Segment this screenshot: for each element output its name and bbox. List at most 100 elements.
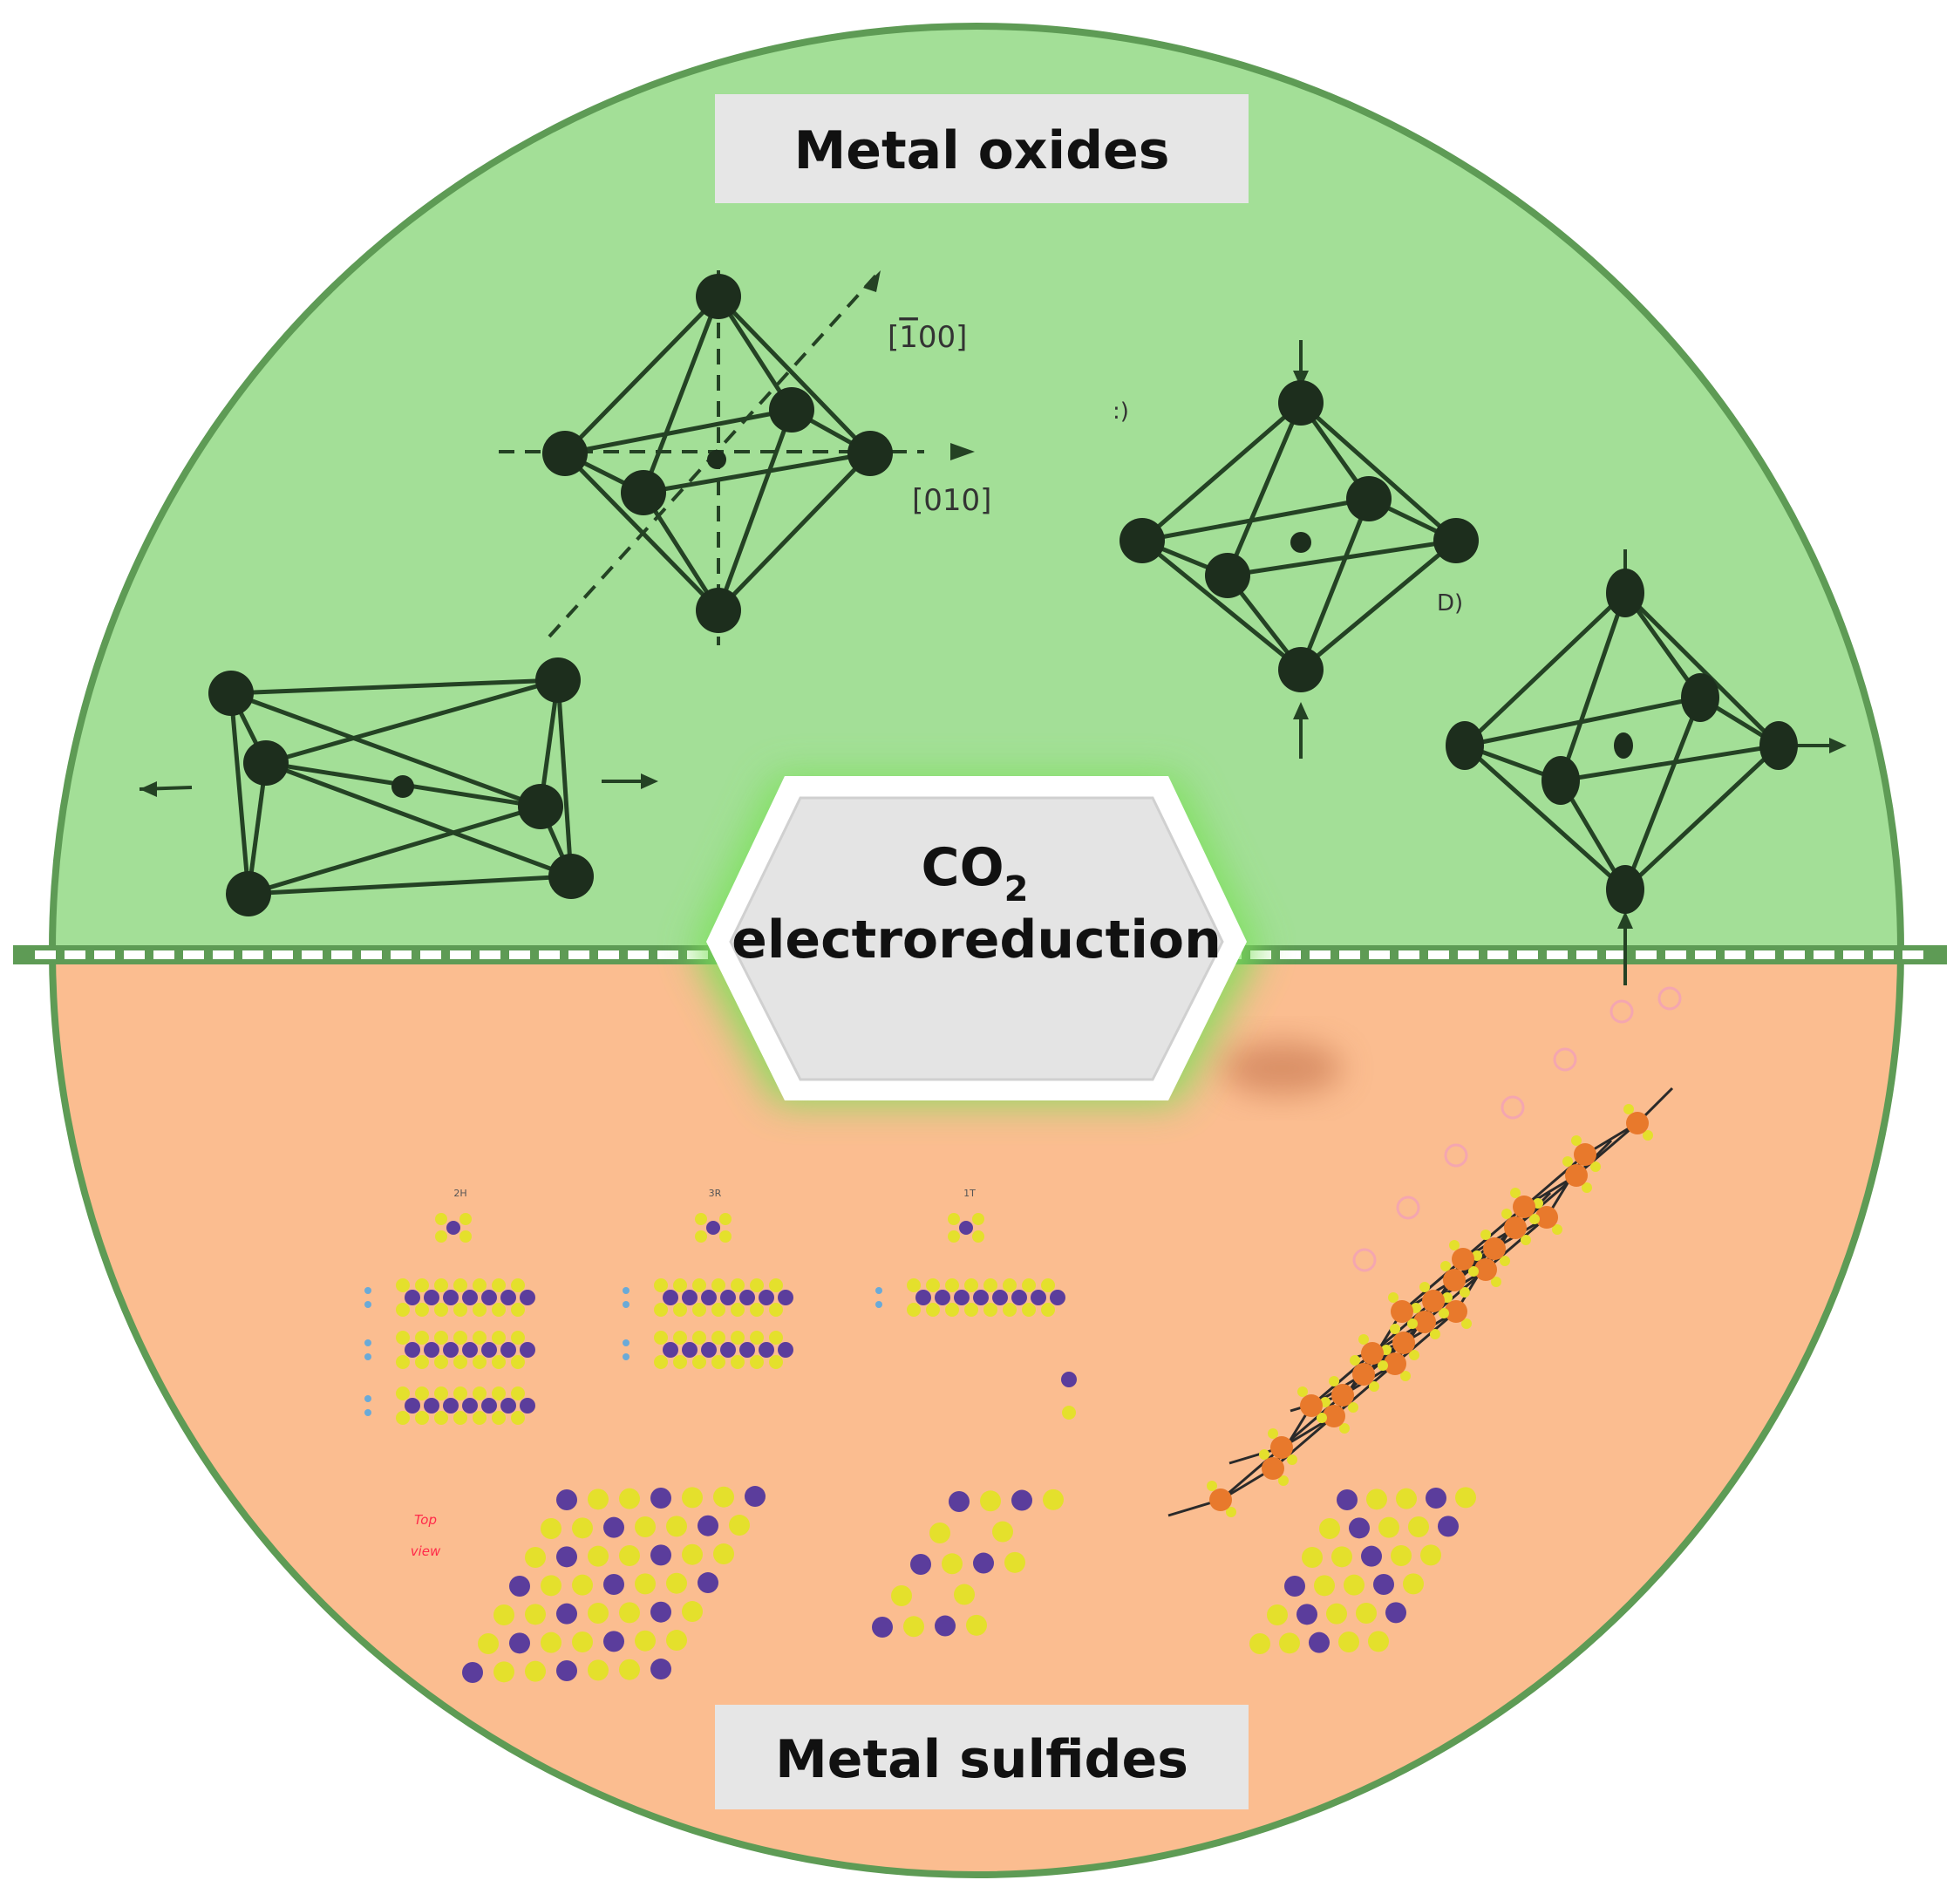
sulfur-atom [1022,1278,1036,1292]
sulfur-atom [435,1213,447,1225]
sulfur-atom [635,1630,656,1652]
sulfur-atom [1378,1516,1399,1538]
sulfur-atom [711,1355,725,1369]
sulfur-atom [434,1278,448,1292]
polytype-label-1t: 1T [963,1188,976,1199]
metal-atom [954,1290,970,1305]
sulfur-atom [1378,1360,1388,1371]
sulfur-atom [907,1278,921,1292]
metal-atom [1426,1488,1446,1509]
sulfur-atom [731,1303,745,1317]
sulfur-atom [1403,1573,1424,1595]
sulfur-atom [1552,1224,1562,1235]
metal-atom [650,1544,671,1566]
sulfur-atom [415,1386,429,1400]
metal-atom [915,1290,931,1305]
fe-atom [1452,1248,1474,1270]
sulfur-atom [1331,1546,1352,1568]
sulfur-atom [473,1386,487,1400]
sulfur-atom [511,1278,525,1292]
top-view-lattices [462,1486,1476,1683]
metal-atom [443,1290,459,1305]
top-view-label-1: Top [414,1512,437,1528]
metal-atom [701,1290,717,1305]
sulfur-atom [572,1574,593,1596]
legend-sulfur-atom [1062,1406,1076,1420]
metal-atom [973,1552,994,1574]
sulfur-atom [980,1490,1001,1512]
sulfur-atom [1500,1256,1510,1266]
metal-atom [603,1516,624,1538]
metal-atom [739,1290,755,1305]
metal-atom [462,1398,478,1414]
sulfur-atom [719,1230,732,1243]
sulfur-atom [891,1585,912,1606]
sulfur-atom [1529,1214,1540,1224]
sulfur-atom [1480,1230,1491,1240]
sulfur-atom [1041,1303,1055,1317]
fe-atom [1565,1164,1588,1187]
sulfur-atom [948,1230,960,1243]
octahedron-icon [499,269,975,645]
sulfur-atom [731,1355,745,1369]
sulfur-atom [493,1604,514,1625]
sulfur-atom [511,1386,525,1400]
ghost-atom [1610,999,1634,1024]
sulfur-atom [666,1630,687,1652]
sulfur-atom [654,1331,668,1345]
fe-atom [1323,1405,1345,1427]
layer-marker [623,1339,630,1346]
fe-atom [1443,1269,1466,1291]
sulfur-atom [492,1411,506,1425]
metal-atom [1337,1489,1358,1510]
sulfur-atom [1582,1182,1592,1193]
metal-atom [745,1486,766,1508]
sulfur-atom [964,1278,978,1292]
sulfur-atom [588,1545,609,1567]
metal-atom [1011,1290,1027,1305]
fe-atom [1574,1143,1596,1166]
metal-sulfides-label: Metal sulfides [715,1705,1249,1809]
sulfur-atom [1430,1329,1440,1339]
bond-line [1523,1153,1586,1209]
sulfur-atom [983,1278,997,1292]
sulfur-atom [1369,1381,1379,1392]
sulfur-atom [1590,1161,1601,1172]
fe-atom [1262,1457,1284,1480]
bond-line [1333,1362,1396,1418]
fe-atom [1513,1196,1535,1218]
metal-atom [481,1398,497,1414]
sulfur-atom [1320,1397,1330,1407]
sulfur-atom [1329,1376,1339,1386]
sulfur-atom [1468,1266,1479,1277]
sulfur-atom [1391,1545,1412,1567]
sulfur-atom [473,1278,487,1292]
metal-oxides-label: Metal oxides [715,94,1249,203]
metal-atom [1385,1602,1406,1624]
metal-atom [992,1290,1008,1305]
fe-atom [1352,1363,1375,1386]
ghost-atom [1501,1095,1525,1120]
sulfur-atom [731,1331,745,1345]
legend-metal-atom [1061,1372,1077,1387]
metal-atom [1373,1574,1394,1596]
metal-atom [663,1290,678,1305]
metal-atom [405,1342,420,1358]
sulfur-atom [453,1278,467,1292]
metal-atom [778,1290,793,1305]
sulfur-atom [1344,1574,1365,1596]
sulfur-atom [1390,1324,1400,1334]
sulfur-atom [1623,1104,1634,1114]
sulfur-atom [666,1516,687,1537]
sulfur-atom [692,1303,706,1317]
sulfur-atom [459,1230,472,1243]
sulfur-atom [588,1659,609,1681]
metal-atom [872,1617,893,1638]
sulfur-atom [907,1303,921,1317]
sulfur-atom [1226,1507,1236,1517]
metal-atom [698,1572,718,1594]
metal-atom [1031,1290,1046,1305]
metal-atom [481,1342,497,1358]
sulfur-atom [459,1213,472,1225]
